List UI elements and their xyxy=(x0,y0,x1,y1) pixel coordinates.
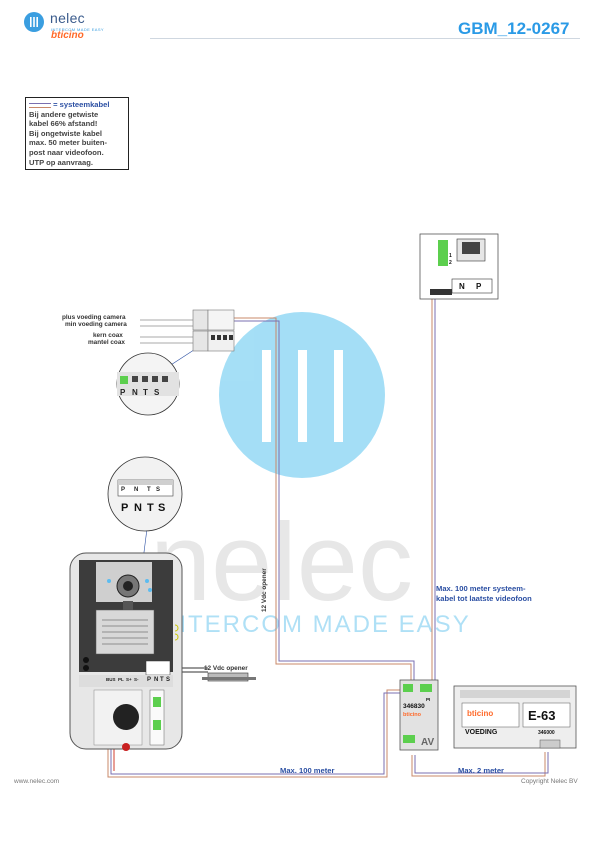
door-terminal-p: P xyxy=(147,677,151,683)
door-terminal-zoom: P N T S P N T S xyxy=(107,456,183,532)
door-zoom-n-large: N xyxy=(134,502,142,514)
logo-brand: bticino xyxy=(51,30,84,41)
door-zoom-p: P xyxy=(121,487,125,493)
door-zoom-s-large: S xyxy=(158,502,165,514)
interface-brand: bticino xyxy=(403,712,422,718)
door-zoom-t-large: T xyxy=(147,502,154,514)
monitor-terminal-p: P xyxy=(476,282,482,291)
system-cable-distance: Max. 100 meter systeem- kabel tot laatst… xyxy=(436,584,532,603)
nelec-logo-icon xyxy=(24,12,44,32)
note-box: = systeemkabel Bij andere getwiste kabel… xyxy=(25,97,129,171)
psu-code: 346000 xyxy=(538,730,555,736)
psu-name: VOEDING xyxy=(465,729,498,736)
header-divider xyxy=(150,38,580,39)
door-terminal-s: S xyxy=(166,677,170,683)
note-line: Bij andere getwiste xyxy=(29,109,99,119)
distance-bottom-right: Max. 2 meter xyxy=(458,766,505,775)
terminal-pl: PL xyxy=(118,677,124,682)
note-line: UTP op aanvraag. xyxy=(29,157,94,167)
note-legend: = systeemkabel xyxy=(29,100,125,110)
power-supply: bticino E-63 VOEDING 346000 xyxy=(453,685,577,749)
note-line: max. 50 meter buiten- xyxy=(29,138,108,148)
interface-module: PI 346830 bticino AV xyxy=(399,679,439,751)
speaker-grille xyxy=(102,619,148,645)
opener-label: 12 Vdc opener xyxy=(204,665,248,672)
footer-website[interactable]: www.nelec.com xyxy=(14,778,60,785)
logo-name: nelec xyxy=(50,10,85,26)
document-code: GBM_12-0267 xyxy=(458,19,570,38)
psu-brand: bticino xyxy=(467,709,493,718)
zoom-terminal-s: S xyxy=(154,388,160,397)
door-zoom-n: N xyxy=(134,487,138,493)
door-station: BUS PL S+ S- P N T S xyxy=(69,552,183,751)
interface-type: AV xyxy=(421,737,434,748)
interface-model: 346830 xyxy=(403,703,425,710)
door-zoom-t: T xyxy=(147,487,151,493)
door-opener: 12 Vdc opener xyxy=(202,665,256,682)
label-kern-coax: kern coax xyxy=(93,332,123,339)
zoom-terminal-p: P xyxy=(120,388,126,397)
door-zoom-s: S xyxy=(156,487,160,493)
terminal-sm: S- xyxy=(134,677,139,682)
video-monitor: N P 1 2 xyxy=(419,233,499,300)
watermark-tagline: INTERCOM MADE EASY xyxy=(160,611,471,638)
watermark-name: nelec xyxy=(150,501,413,624)
note-line: post naar videofoon. xyxy=(29,147,104,157)
camera-module xyxy=(192,309,235,352)
door-terminal-t: T xyxy=(160,677,164,683)
watermark: nelec INTERCOM MADE EASY xyxy=(150,312,471,638)
zoom-terminal-n: N xyxy=(132,388,138,397)
header: nelec INTERCOM MADE EASY bticino GBM_12-… xyxy=(0,0,595,50)
monitor-terminal-1: 1 xyxy=(449,253,452,259)
psu-model-label: E-63 xyxy=(528,708,555,723)
zoom-terminal-t: T xyxy=(143,388,148,397)
note-line: Bij ongetwiste kabel xyxy=(29,128,103,138)
interface-terminal-pi: PI xyxy=(426,697,430,702)
distance-bottom-left: Max. 100 meter xyxy=(280,766,335,775)
label-min-camera: min voeding camera xyxy=(65,321,127,328)
camera-terminal-zoom: P N T S xyxy=(116,352,180,416)
terminal-sp: S+ xyxy=(126,677,132,682)
system-cable-legend-icon xyxy=(29,102,51,108)
monitor-terminal-n: N xyxy=(459,282,465,291)
logo-tagline: INTERCOM MADE EASY xyxy=(51,27,104,32)
opener-vertical-label: 12 Vdc opener xyxy=(261,568,268,612)
door-terminal-n: N xyxy=(154,677,158,683)
monitor-terminal-2: 2 xyxy=(449,260,452,266)
terminal-bus: BUS xyxy=(106,677,116,682)
footer-copyright: Copyright Nelec BV xyxy=(521,778,578,785)
label-mantel-coax: mantel coax xyxy=(88,339,125,346)
label-plus-camera: plus voeding camera xyxy=(62,314,126,321)
door-zoom-p-large: P xyxy=(121,502,128,514)
note-line: kabel 66% afstand! xyxy=(29,119,98,129)
